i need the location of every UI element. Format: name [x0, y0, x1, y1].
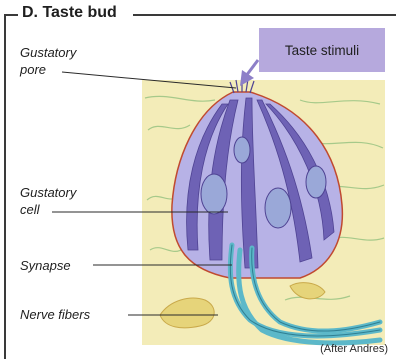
gustatory-pore-label-line2: pore	[20, 61, 76, 78]
gustatory-cell-label-line1: Gustatory	[20, 184, 76, 201]
figure-credit: (After Andres)	[320, 343, 388, 355]
taste-stimuli-text: Taste stimuli	[285, 43, 359, 58]
gustatory-pore-label: Gustatory pore	[20, 44, 76, 78]
synapse-label: Synapse	[20, 257, 71, 274]
taste-stimuli-label: Taste stimuli	[259, 28, 385, 72]
gustatory-pore-label-line1: Gustatory	[20, 44, 76, 61]
gustatory-cell-label-line2: cell	[20, 201, 76, 218]
nerve-fibers-label: Nerve fibers	[20, 306, 90, 323]
gustatory-cell-label: Gustatory cell	[20, 184, 76, 218]
